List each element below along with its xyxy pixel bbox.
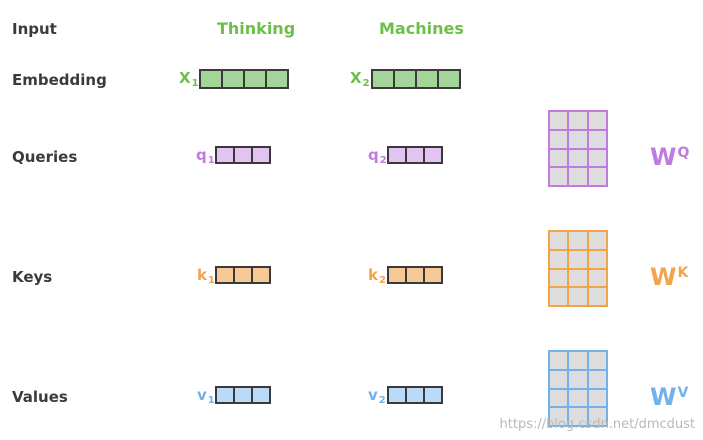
- symbol-q2: q2: [368, 146, 387, 166]
- watermark: https://blog.csdn.net/dmcdust: [499, 417, 695, 432]
- embedding-vector-x1: [199, 69, 289, 89]
- weight-matrix-wq: [548, 110, 608, 187]
- input-word-thinking: Thinking: [217, 19, 296, 38]
- query-vector-q1: [215, 146, 271, 164]
- input-word-machines: Machines: [379, 19, 464, 38]
- weight-matrix-wv: [548, 350, 608, 427]
- weight-label-wq: WQ: [650, 143, 690, 171]
- weight-label-wv: WV: [650, 383, 689, 411]
- value-vector-v1: [215, 386, 271, 404]
- key-vector-k1: [215, 266, 271, 284]
- row-label-input: Input: [12, 20, 57, 38]
- weight-label-wk: WK: [650, 263, 689, 291]
- value-vector-v2: [387, 386, 443, 404]
- symbol-x2: X2: [350, 69, 370, 89]
- symbol-q1: q1: [196, 146, 215, 166]
- row-label-embedding: Embedding: [12, 71, 107, 89]
- query-vector-q2: [387, 146, 443, 164]
- symbol-k1: k1: [197, 266, 215, 286]
- symbol-x1: X1: [179, 69, 199, 89]
- key-vector-k2: [387, 266, 443, 284]
- symbol-v2: v2: [368, 386, 386, 406]
- symbol-k2: k2: [368, 266, 386, 286]
- row-label-keys: Keys: [12, 268, 53, 286]
- row-label-queries: Queries: [12, 148, 78, 166]
- row-label-values: Values: [12, 388, 68, 406]
- embedding-vector-x2: [371, 69, 461, 89]
- weight-matrix-wk: [548, 230, 608, 307]
- symbol-v1: v1: [197, 386, 215, 406]
